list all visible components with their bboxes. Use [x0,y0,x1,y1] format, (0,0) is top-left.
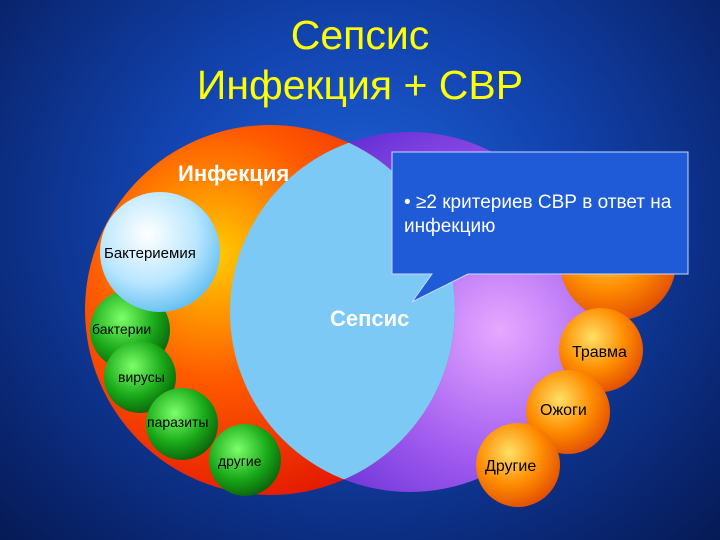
pathogen-circle-parasites [146,388,218,460]
sepsis-region [230,132,455,492]
callout-bullet: • [404,192,411,213]
sepsis-label: Сепсис [330,306,410,331]
sirs-cause-circle-trauma [559,308,643,392]
pathogen-circle-viruses [104,341,176,413]
pathogen-label-bacteria: бактерии [92,321,152,337]
callout-text: • ≥2 критериев СВР в ответ на инфекцию [404,191,682,239]
sirs-cause-label-other: Другие [485,458,537,475]
sirs-cause-circle-burns [526,370,610,454]
infection-label: Инфекция [178,161,290,186]
sirs-cause-label-burns: Ожоги [540,402,587,419]
bacteremia-circle [100,192,220,312]
sirs-cause-circle-other [476,423,560,507]
callout-box [391,151,689,303]
pathogen-label-other: другие [218,453,262,469]
sirs-cause-label-trauma: Травма [572,344,627,361]
title-line-2: Инфекция + СВР [196,62,524,108]
bacteremia-label: Бактериемия [104,245,196,262]
title-line-1: Сепсис [290,12,430,58]
pathogen-circle-other [209,424,281,496]
callout-body: ≥2 критериев СВР в ответ на инфекцию [404,192,672,237]
pathogen-label-parasites: паразиты [147,414,209,430]
pathogen-label-viruses: вирусы [118,369,165,385]
